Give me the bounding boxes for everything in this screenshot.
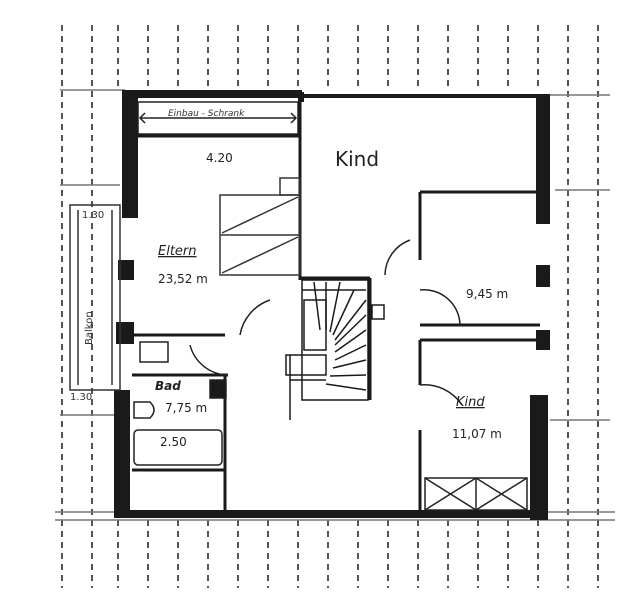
label-area-kind-bottom: 11,07 m [452, 427, 502, 441]
label-room-eltern: Eltern [158, 244, 197, 259]
label-area-kind-small: 9,45 m [466, 287, 508, 301]
label-dim-1-30-top: 1.30 [82, 210, 104, 221]
label-room-bad: Bad [155, 379, 181, 393]
label-room-kind-bottom: Kind [456, 395, 485, 410]
label-dim-2-50: 2.50 [160, 435, 187, 449]
staircase [285, 279, 385, 420]
label-einbau-schrank: Einbau - Schrank [168, 109, 245, 119]
balcony [69, 204, 121, 391]
label-area-eltern: 23,52 m [158, 272, 208, 286]
exterior-walls [114, 90, 550, 520]
wardrobe [137, 101, 299, 135]
label-balkon: Balkon [84, 311, 95, 345]
dormer-windows [424, 477, 528, 511]
label-dim-1-30-bottom: 1.30 [70, 392, 92, 403]
bathroom-fixtures [133, 341, 227, 466]
door-swings [189, 239, 463, 406]
bed [219, 177, 301, 276]
label-area-bad: 7,75 m [165, 401, 207, 415]
roof-rafter-lines [61, 25, 599, 588]
label-dim-4-20: 4.20 [206, 151, 233, 165]
label-room-kind-top: Kind [335, 147, 379, 171]
